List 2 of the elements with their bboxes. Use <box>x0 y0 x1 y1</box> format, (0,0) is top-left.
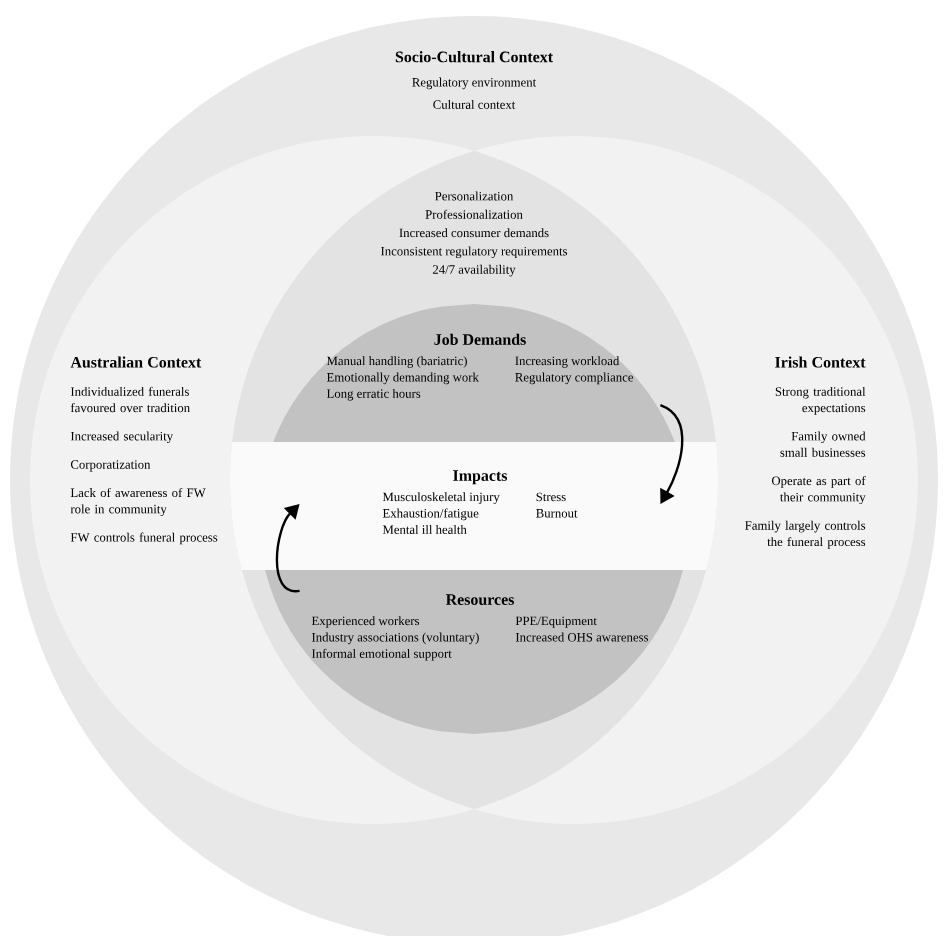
arrow <box>275 504 300 593</box>
arrow <box>659 404 684 504</box>
